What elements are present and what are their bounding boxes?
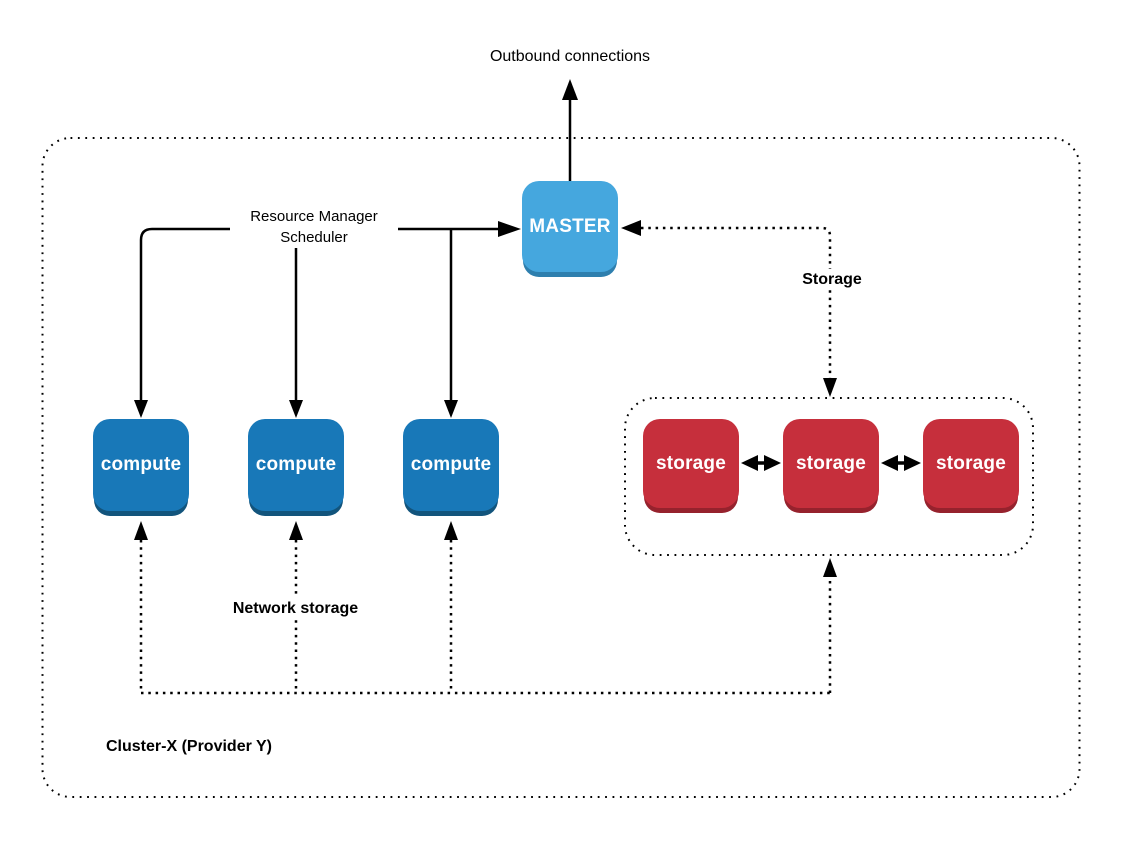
compute-node-1: compute bbox=[93, 419, 189, 511]
net-arrowhead-group-icon bbox=[823, 558, 837, 577]
net-arrowhead-compute2-icon bbox=[289, 521, 303, 540]
compute-node-3: compute bbox=[403, 419, 499, 511]
resource-manager-scheduler-label: Resource Manager Scheduler bbox=[230, 206, 398, 248]
cluster-boundary bbox=[41, 137, 1081, 798]
rm-edge-trunk bbox=[139, 227, 500, 403]
storage-link-2-arrowhead-left-icon bbox=[881, 455, 898, 471]
cluster-title-label: Cluster-X (Provider Y) bbox=[106, 738, 272, 755]
rm-arrowhead-compute2-icon bbox=[289, 400, 303, 418]
storage-edge-path bbox=[641, 226, 832, 379]
compute-node-2-label: compute bbox=[255, 454, 337, 475]
storage-link-1-arrowhead-left-icon bbox=[741, 455, 758, 471]
storage-node-1: storage bbox=[643, 419, 739, 508]
outbound-arrowhead-icon bbox=[562, 79, 578, 100]
net-arrowhead-compute1-icon bbox=[134, 521, 148, 540]
storage-node-3: storage bbox=[923, 419, 1019, 508]
storage-edge-label: Storage bbox=[787, 269, 877, 290]
storage-edge-arrowhead-group-icon bbox=[823, 378, 837, 397]
network-storage-label: Network storage bbox=[218, 598, 373, 619]
compute-node-3-label: compute bbox=[410, 454, 492, 475]
storage-node-3-label: storage bbox=[935, 452, 1007, 474]
storage-link-2-arrowhead-right-icon bbox=[904, 455, 921, 471]
compute-node-2: compute bbox=[248, 419, 344, 511]
resource-manager-label-line2: Scheduler bbox=[280, 229, 348, 246]
master-node: MASTER bbox=[522, 181, 618, 272]
master-node-label: MASTER bbox=[529, 215, 611, 237]
compute-node-1-label: compute bbox=[100, 454, 182, 475]
storage-node-2: storage bbox=[783, 419, 879, 508]
storage-edge-arrowhead-master-icon bbox=[621, 220, 641, 236]
rm-arrowhead-master-icon bbox=[498, 221, 521, 237]
storage-link-1-arrowhead-right-icon bbox=[764, 455, 781, 471]
storage-node-2-label: storage bbox=[795, 452, 867, 474]
outbound-connections-label: Outbound connections bbox=[489, 48, 651, 65]
rm-arrowhead-compute1-icon bbox=[134, 400, 148, 418]
storage-node-1-label: storage bbox=[655, 452, 727, 474]
resource-manager-label-line1: Resource Manager bbox=[250, 208, 378, 225]
rm-arrowhead-compute3-icon bbox=[444, 400, 458, 418]
net-arrowhead-compute3-icon bbox=[444, 521, 458, 540]
